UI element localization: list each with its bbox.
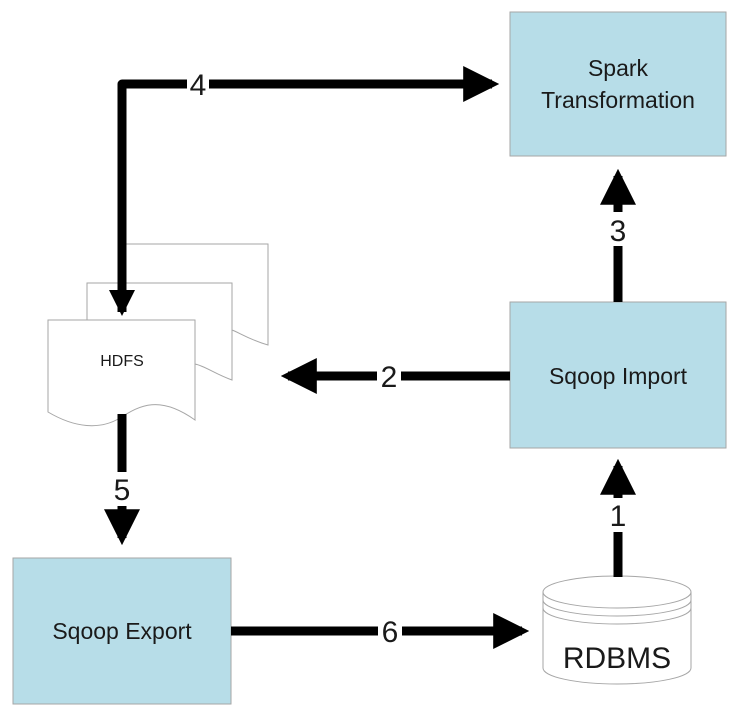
sqoop-import-label: Sqoop Import [549,363,688,389]
step-6-label-bg [378,616,402,646]
sqoop-export-box [12,557,232,705]
spark-transformation-label-line1: Spark [588,55,649,81]
rdbms-cylinder-body [542,592,692,685]
rdbms-cylinder-top [542,575,692,609]
step-5-label: 5 [114,474,131,507]
rdbms-label: RDBMS [563,642,671,675]
arrow-step-4-head-down [109,290,135,316]
step-5-label-bg [110,472,134,506]
sqoop-export-node: Sqoop Export [12,557,232,705]
step-6-label: 6 [382,616,399,649]
rdbms-cylinder-ring-2 [542,607,692,625]
step-3-label: 3 [610,215,627,248]
step-1-label-bg [606,498,630,532]
hdfs-node: HDFS [47,243,269,427]
step-4-label-bg [187,70,209,98]
step-2-label: 2 [381,361,398,394]
spark-transformation-box [509,11,727,157]
step-4-label: 4 [190,69,207,102]
arrow-step-4 [117,66,500,312]
spark-transformation-node: Spark Transformation [509,11,727,157]
sqoop-import-node: Sqoop Import [509,301,727,449]
step-2-label-bg [377,361,401,391]
spark-transformation-label-line2: Transformation [541,87,695,113]
step-3-label-bg [606,212,630,246]
hdfs-document-front [47,319,196,427]
rdbms-node: RDBMS [542,575,692,685]
hdfs-label: HDFS [100,353,144,370]
sqoop-export-label: Sqoop Export [52,618,192,644]
sqoop-import-box [509,301,727,449]
step-1-label: 1 [610,500,627,533]
rdbms-cylinder-ring-1 [542,599,692,617]
